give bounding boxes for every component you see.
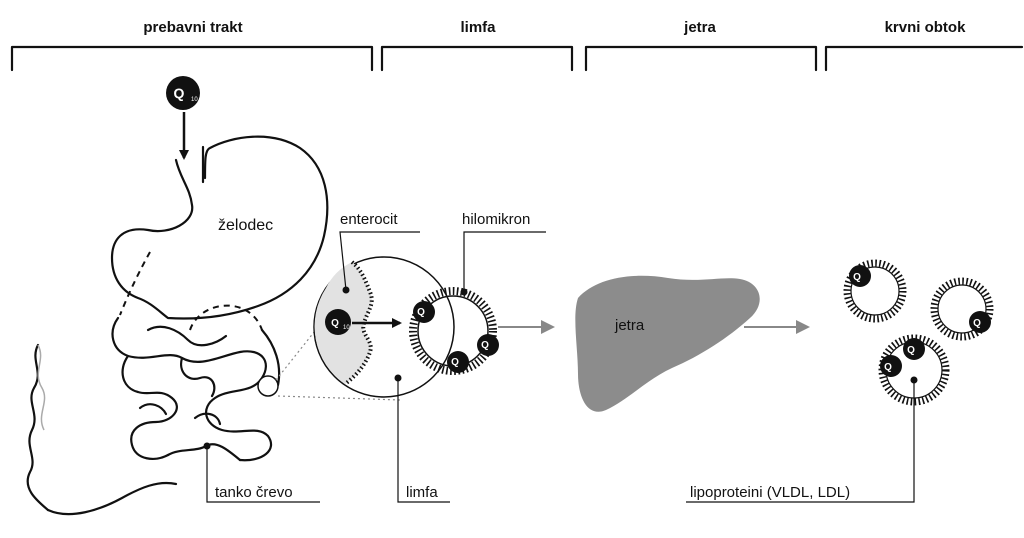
- enterocyte-label: enterocit: [340, 211, 398, 228]
- svg-text:Q: Q: [884, 362, 892, 373]
- section-title-liver: jetra: [683, 19, 716, 36]
- bracket-liver: [586, 47, 816, 70]
- stomach-label: želodec: [218, 217, 273, 234]
- svg-text:Q: Q: [481, 340, 489, 351]
- q10-letter: Q: [331, 318, 339, 329]
- q10-intake: Q 10: [166, 76, 200, 158]
- chylomicron-label: hilomikron: [462, 211, 530, 228]
- bracket-blood: [826, 47, 1022, 70]
- svg-text:Q: Q: [451, 357, 459, 368]
- small-intestine-label: tanko črevo: [215, 484, 293, 501]
- svg-text:Q: Q: [907, 345, 915, 356]
- bracket-lymph: [382, 47, 572, 70]
- enterocyte-zoom: Q 10 enterocit limfa: [314, 211, 454, 502]
- lipoprotein-particle: Q: [847, 263, 903, 319]
- bracket-digestive: [12, 47, 372, 70]
- liver-shape: [575, 276, 759, 412]
- section-brackets: [12, 47, 1022, 70]
- section-title-digestive: prebavni trakt: [143, 19, 242, 36]
- small-intestine-callout: tanko črevo: [204, 443, 321, 503]
- section-title-blood: krvni obtok: [885, 19, 967, 36]
- lipoprotein-particle: Q: [934, 281, 991, 337]
- intestine-zoom-point: [258, 376, 278, 396]
- svg-text:Q: Q: [853, 272, 861, 283]
- lipoprotein-particle: Q Q: [880, 338, 946, 402]
- liver-label: jetra: [614, 317, 645, 334]
- section-title-lymph: limfa: [460, 19, 496, 36]
- liver: jetra: [575, 276, 759, 412]
- stomach: želodec: [112, 137, 327, 330]
- svg-text:10: 10: [343, 325, 350, 331]
- q10-letter: Q: [174, 85, 185, 101]
- q10-subscript: 10: [191, 97, 198, 103]
- lipoproteins-label: lipoproteini (VLDL, LDL): [690, 484, 850, 501]
- stomach-dashed-fold: [120, 252, 150, 315]
- large-intestine: [28, 345, 176, 514]
- section-headers: prebavni trakt limfa jetra krvni obtok: [143, 19, 966, 36]
- small-intestine: [113, 318, 280, 460]
- lymph-label: limfa: [406, 484, 438, 501]
- svg-text:Q: Q: [973, 318, 981, 329]
- svg-text:Q: Q: [417, 307, 425, 318]
